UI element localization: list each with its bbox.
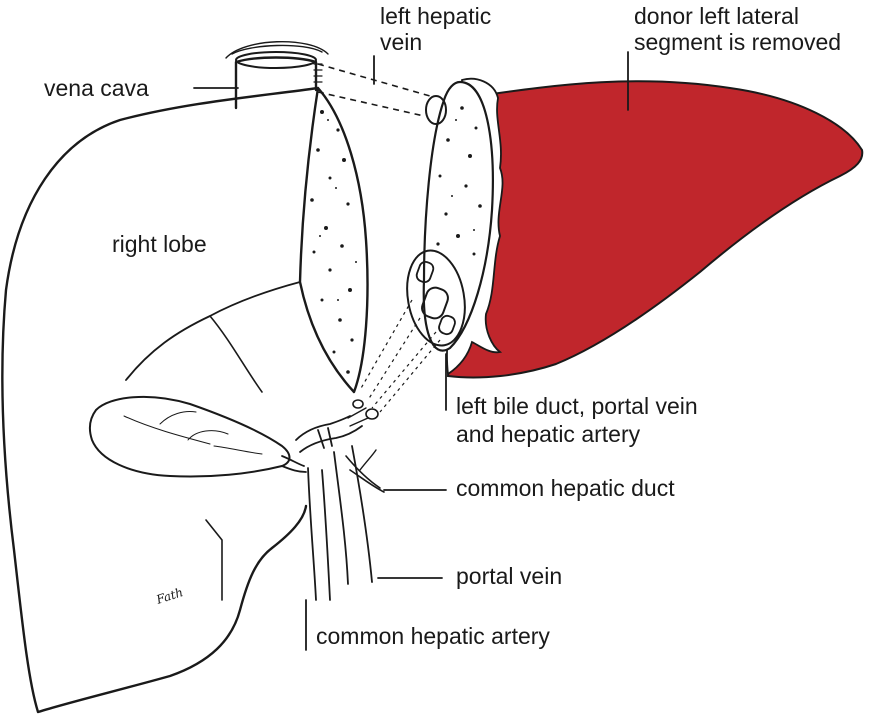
label-left-bile-line1: left bile duct, portal vein	[456, 393, 698, 419]
donor-segment-red	[448, 81, 862, 377]
trunks	[308, 446, 384, 600]
label-portal-vein: portal vein	[456, 563, 562, 589]
label-left-hepatic-vein-line1: left hepatic	[380, 3, 491, 29]
label-left-hepatic-vein-line2: vein	[380, 29, 422, 55]
label-common-hepatic-duct: common hepatic duct	[456, 475, 675, 501]
label-common-hepatic-artery: common hepatic artery	[316, 623, 550, 649]
label-donor-line1: donor left lateral	[634, 3, 799, 29]
hilar-vessels	[296, 400, 378, 452]
gallbladder-veins	[124, 412, 262, 455]
remaining-liver: Fath	[2, 42, 384, 712]
caudate-edge	[206, 520, 222, 600]
gallbladder	[90, 397, 290, 477]
lobe-fissure	[126, 282, 300, 380]
label-donor-line2: segment is removed	[634, 29, 841, 55]
artist-signature: Fath	[154, 585, 185, 607]
lobe-fissure-2	[210, 316, 262, 392]
label-right-lobe: right lobe	[112, 231, 207, 257]
label-vena-cava: vena cava	[44, 75, 149, 101]
donor-segment	[400, 79, 862, 378]
label-left-bile-line2: and hepatic artery	[456, 421, 641, 447]
right-lobe-outline	[2, 88, 367, 712]
